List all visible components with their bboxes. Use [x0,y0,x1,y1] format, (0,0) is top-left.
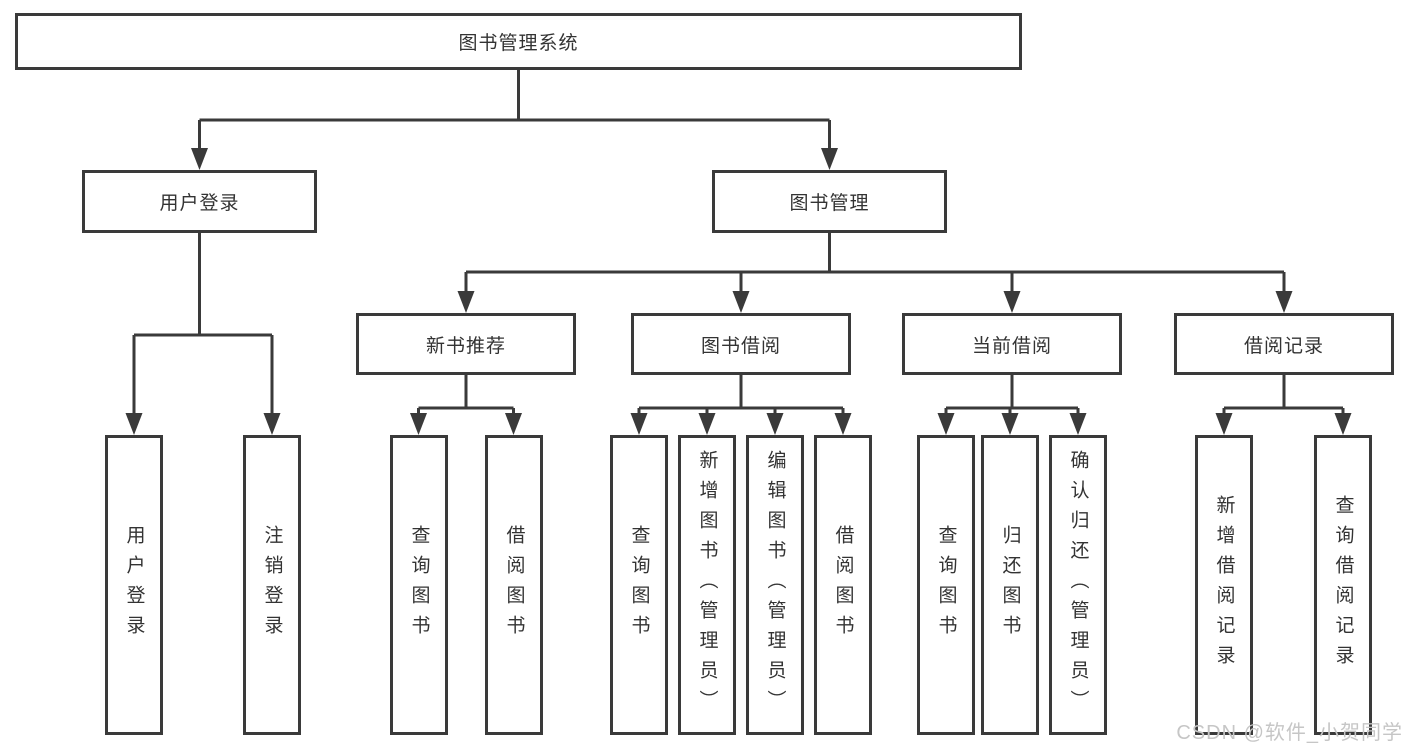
arrow-icon [766,413,784,435]
arrow-icon [937,413,955,435]
arrow-icon [1275,291,1293,313]
arrow-icon [457,291,475,313]
connector-newbooks-to-leaves [417,375,515,415]
arrow-icon [821,148,838,170]
node-current-borrowing: 当前借阅 [902,313,1122,375]
arrow-icon [834,413,852,435]
node-user-login: 用户登录 [82,170,317,233]
connector-bookmgmt-to-level3 [464,233,1286,293]
arrow-icon [1215,413,1233,435]
leaf-confirm-return-admin: 确认归还（管理员） [1049,435,1107,735]
arrow-icon [1003,291,1021,313]
arrow-icon [630,413,648,435]
arrow-icon [410,413,427,435]
leaf-query-borrow-record: 查询借阅记录 [1314,435,1372,735]
arrow-icon [1069,413,1087,435]
arrow-icon [1001,413,1019,435]
connector-bookborrow-to-leaves [637,375,845,415]
node-book-management: 图书管理 [712,170,947,233]
arrow-icon [732,291,750,313]
arrow-icon [191,148,208,170]
node-borrowing-records: 借阅记录 [1174,313,1394,375]
leaf-borrow-books-newrec: 借阅图书 [485,435,543,735]
leaf-add-book-admin: 新增图书（管理员） [678,435,736,735]
leaf-return-book: 归还图书 [981,435,1039,735]
connector-userlogin-to-leaves [132,233,274,415]
leaf-add-borrow-record: 新增借阅记录 [1195,435,1253,735]
leaf-query-books-current: 查询图书 [917,435,975,735]
leaf-logout: 注销登录 [243,435,301,735]
arrow-icon [1334,413,1352,435]
leaf-user-login: 用户登录 [105,435,163,735]
connector-currentborrow-to-leaves [944,375,1080,415]
connector-root-to-level2 [198,70,831,150]
arrow-icon [125,413,143,435]
arrow-icon [505,413,522,435]
node-new-book-recommendation: 新书推荐 [356,313,576,375]
leaf-edit-book-admin: 编辑图书（管理员） [746,435,804,735]
connector-records-to-leaves [1222,375,1345,415]
leaf-query-books-newrec: 查询图书 [390,435,448,735]
node-book-borrowing: 图书借阅 [631,313,851,375]
arrow-icon [698,413,716,435]
leaf-borrow-books-borrow: 借阅图书 [814,435,872,735]
node-library-management-system: 图书管理系统 [15,13,1022,70]
leaf-query-books-borrow: 查询图书 [610,435,668,735]
arrow-icon [263,413,281,435]
csdn-watermark: CSDN @软件_小贺同学 [1176,722,1403,744]
